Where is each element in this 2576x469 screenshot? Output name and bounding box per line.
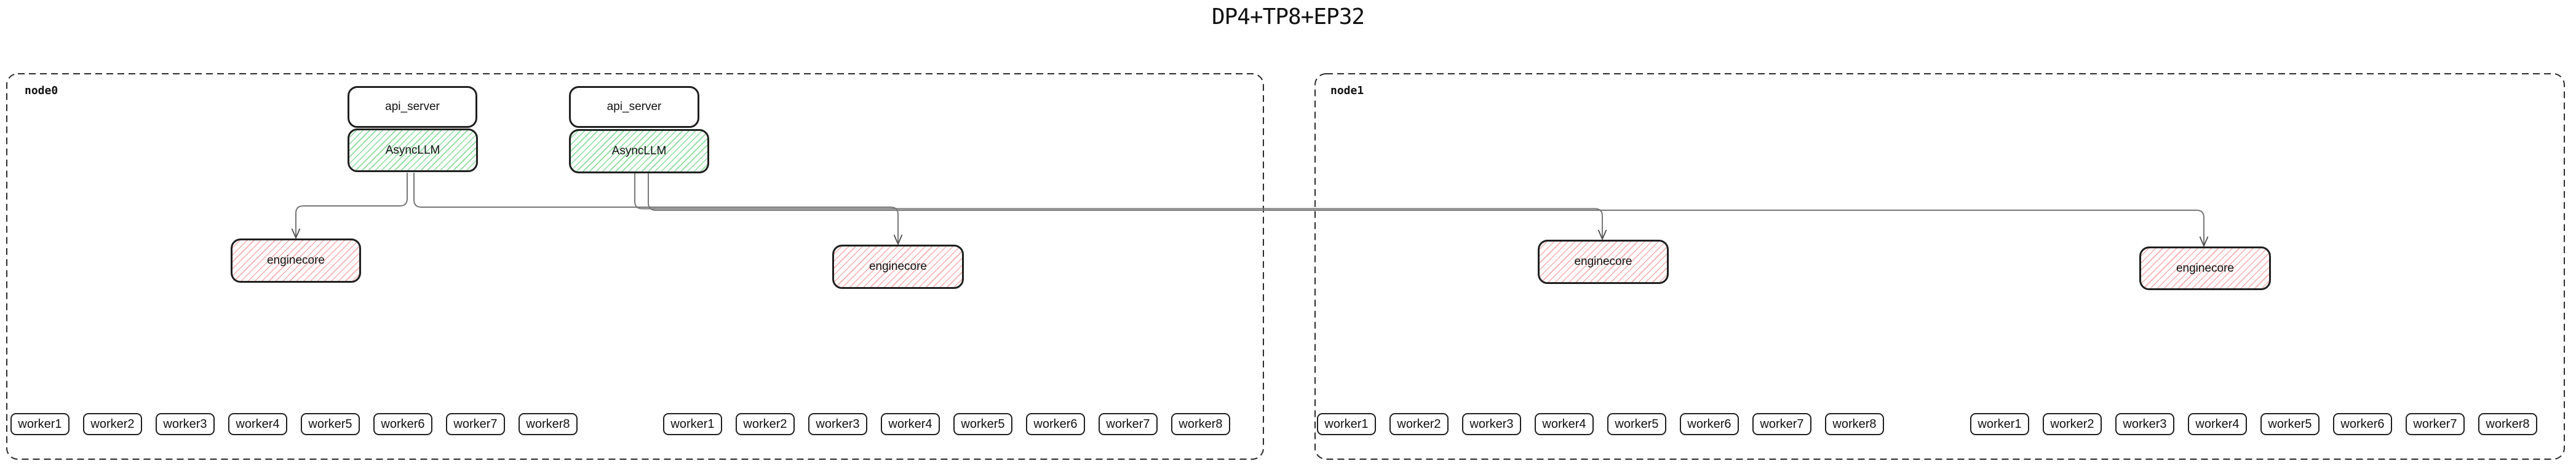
diagram-title: DP4+TP8+EP32 — [1211, 4, 1365, 30]
worker-group-node0-1: worker1 worker2 worker3 worker4 worker5 worke… — [10, 413, 578, 435]
enginecore-box-4: enginecore — [2139, 246, 2271, 290]
worker-box: worker6 — [373, 413, 432, 435]
worker-box: worker1 — [1317, 413, 1376, 435]
node0-outline — [6, 73, 1264, 460]
enginecore-box-3: enginecore — [1538, 240, 1669, 284]
edge-asyncllm2-enginecore3 — [634, 173, 1603, 237]
node0-label: node0 — [25, 84, 58, 97]
api-server-box-2: api_server — [569, 86, 699, 128]
worker-box: worker5 — [1607, 413, 1666, 435]
worker-group-node0-2: worker1 worker2 worker3 worker4 worker5 worke… — [663, 413, 1230, 435]
worker-box: worker5 — [953, 413, 1012, 435]
worker-box: worker7 — [446, 413, 505, 435]
worker-box: worker5 — [2260, 413, 2320, 435]
enginecore-box-2: enginecore — [832, 245, 964, 289]
worker-group-node1-3: worker1 worker2 worker3 worker4 worker5 worke… — [1317, 413, 1884, 435]
worker-box: worker8 — [1171, 413, 1230, 435]
node1-outline — [1314, 73, 2565, 460]
worker-box: worker1 — [663, 413, 722, 435]
worker-box: worker3 — [808, 413, 867, 435]
worker-box: worker1 — [1970, 413, 2029, 435]
worker-group-node1-4: worker1 worker2 worker3 worker4 worker5 worke… — [1970, 413, 2537, 435]
asyncllm-box-1: AsyncLLM — [348, 128, 478, 172]
worker-box: worker7 — [2406, 413, 2465, 435]
edge-asyncllm1-enginecore2 — [413, 173, 899, 242]
worker-box: worker7 — [1099, 413, 1158, 435]
asyncllm-box-2: AsyncLLM — [569, 129, 709, 173]
worker-box: worker4 — [2188, 413, 2247, 435]
worker-box: worker8 — [2478, 413, 2537, 435]
edge-asyncllm1-enginecore1 — [295, 173, 408, 236]
edge-asyncllm2-enginecore3-arrowhead-icon — [1597, 229, 1607, 241]
worker-box: worker6 — [1026, 413, 1085, 435]
worker-box: worker7 — [1752, 413, 1811, 435]
node1-label: node1 — [1330, 84, 1364, 97]
worker-box: worker2 — [1389, 413, 1449, 435]
enginecore-box-1: enginecore — [231, 238, 361, 283]
worker-box: worker2 — [83, 413, 142, 435]
edge-asyncllm2-enginecore4-arrowhead-icon — [2199, 236, 2209, 248]
worker-box: worker6 — [2333, 413, 2392, 435]
edge-asyncllm2-enginecore4 — [648, 173, 2204, 244]
worker-box: worker8 — [519, 413, 578, 435]
edge-asyncllm1-enginecore2-arrowhead-icon — [893, 234, 903, 246]
worker-box: worker6 — [1680, 413, 1739, 435]
worker-box: worker2 — [2043, 413, 2102, 435]
worker-box: worker4 — [881, 413, 940, 435]
api-server-box-1: api_server — [348, 86, 477, 128]
worker-box: worker2 — [736, 413, 795, 435]
worker-box: worker3 — [1462, 413, 1521, 435]
worker-box: worker5 — [301, 413, 360, 435]
worker-box: worker3 — [2115, 413, 2174, 435]
edge-asyncllm1-enginecore1-arrowhead-icon — [291, 228, 301, 240]
worker-box: worker4 — [1535, 413, 1594, 435]
worker-box: worker1 — [10, 413, 70, 435]
worker-box: worker8 — [1825, 413, 1884, 435]
worker-box: worker3 — [156, 413, 215, 435]
worker-box: worker4 — [228, 413, 287, 435]
